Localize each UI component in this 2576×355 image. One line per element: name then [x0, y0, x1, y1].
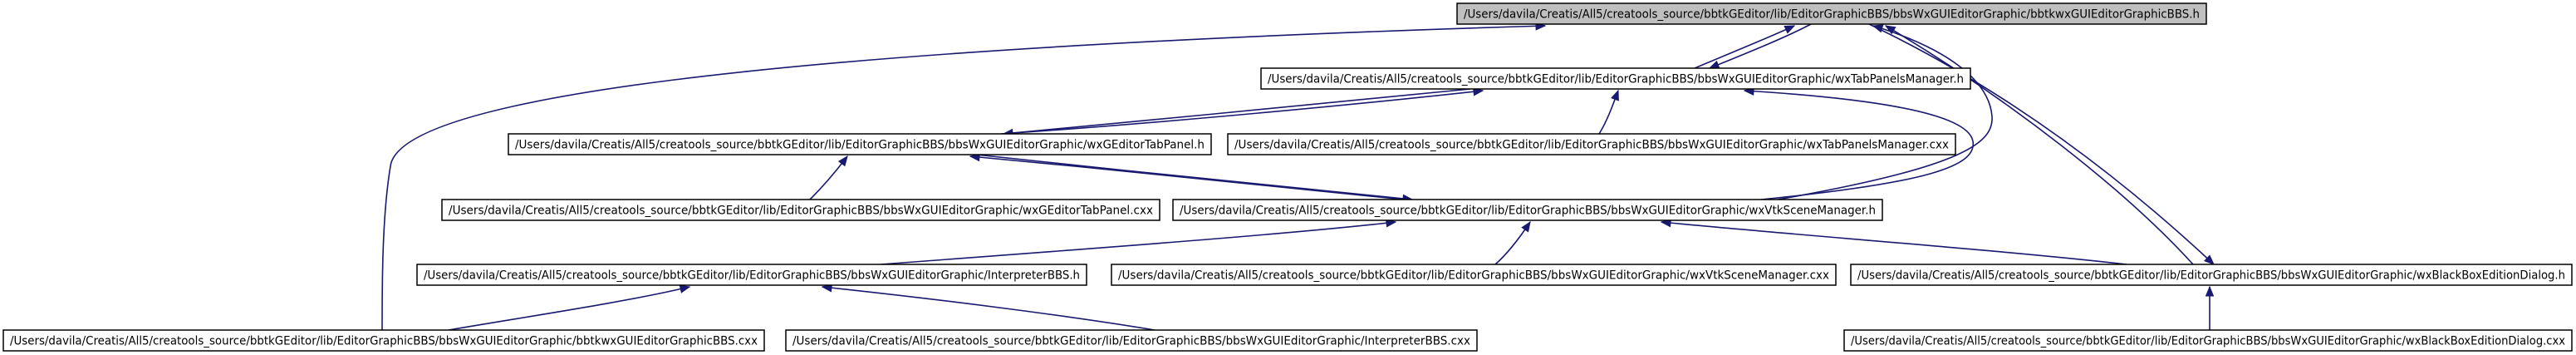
dependency-edge	[1708, 23, 1812, 69]
edge-line	[822, 286, 1156, 331]
node-box	[416, 264, 1087, 286]
file-node[interactable]: /Users/davila/Creatis/All5/creatools_sou…	[785, 329, 1478, 352]
node-label: /Users/davila/Creatis/All5/creatools_sou…	[1234, 139, 1949, 152]
node-box	[1227, 133, 1956, 155]
file-node[interactable]: /Users/davila/Creatis/All5/creatools_sou…	[1111, 264, 1837, 286]
file-node[interactable]: /Users/davila/Creatis/All5/creatools_sou…	[1843, 329, 2573, 352]
file-node[interactable]: /Users/davila/Creatis/All5/creatools_sou…	[441, 199, 1160, 221]
edge-arrowhead	[2205, 285, 2215, 297]
node-label: /Users/davila/Creatis/All5/creatools_sou…	[10, 335, 758, 348]
node-box	[1172, 199, 1883, 221]
dependency-edge	[1884, 25, 2194, 265]
node-label: /Users/davila/Creatis/All5/creatools_sou…	[1268, 73, 1964, 86]
node-box	[1456, 2, 2207, 25]
edge-arrowhead	[1611, 89, 1619, 101]
node-box	[441, 199, 1160, 221]
edge-line	[1777, 25, 1993, 200]
edges-layer	[381, 22, 2215, 331]
dependency-edge	[448, 284, 691, 331]
dependency-edge	[1694, 25, 1796, 69]
node-label: /Users/davila/Creatis/All5/creatools_sou…	[1180, 205, 1876, 218]
edge-arrowhead	[837, 155, 848, 167]
node-label: /Users/davila/Creatis/All5/creatools_sou…	[792, 335, 1470, 348]
edge-line	[1661, 221, 2127, 265]
node-box	[1850, 264, 2573, 286]
dependency-edge	[1494, 220, 1531, 265]
node-label: /Users/davila/Creatis/All5/creatools_sou…	[1857, 269, 2565, 283]
node-box	[785, 329, 1478, 352]
edge-arrowhead	[1784, 25, 1796, 34]
file-node[interactable]: /Users/davila/Creatis/All5/creatools_sou…	[416, 264, 1087, 286]
dependency-edge	[1868, 23, 2215, 265]
root-file-node[interactable]: /Users/davila/Creatis/All5/creatools_sou…	[1456, 2, 2207, 25]
edge-arrowhead	[1708, 60, 1720, 69]
dependency-edge	[1777, 24, 1993, 200]
dependency-edge	[821, 284, 1156, 331]
edge-line	[1868, 23, 2215, 265]
edge-line	[1694, 25, 1795, 69]
node-label: /Users/davila/Creatis/All5/creatools_sou…	[1464, 8, 2200, 22]
file-node[interactable]: /Users/davila/Creatis/All5/creatools_sou…	[508, 133, 1212, 155]
edge-line	[1885, 25, 2194, 265]
edge-line	[975, 154, 1413, 200]
edge-arrowhead	[1884, 25, 1896, 35]
file-node[interactable]: /Users/davila/Creatis/All5/creatools_sou…	[1172, 199, 1883, 221]
node-box	[508, 133, 1212, 155]
edge-line	[1003, 88, 1471, 135]
node-label: /Users/davila/Creatis/All5/creatools_sou…	[424, 269, 1080, 283]
file-node[interactable]: /Users/davila/Creatis/All5/creatools_sou…	[1227, 133, 1956, 155]
edge-line	[1000, 90, 1484, 135]
dependency-edge	[1660, 218, 2127, 265]
file-node[interactable]: /Users/davila/Creatis/All5/creatools_sou…	[1260, 67, 1971, 90]
edge-line	[448, 286, 690, 331]
node-label: /Users/davila/Creatis/All5/creatools_sou…	[1118, 269, 1829, 283]
edge-line	[381, 25, 1546, 331]
edge-arrowhead	[679, 284, 691, 293]
dependency-edge	[2205, 285, 2215, 330]
edge-line	[880, 221, 1396, 265]
node-box	[1843, 329, 2573, 352]
node-label: /Users/davila/Creatis/All5/creatools_sou…	[515, 139, 1205, 152]
node-box	[2, 329, 765, 352]
edge-arrowhead	[2204, 254, 2215, 265]
dependency-edge	[1598, 89, 1619, 135]
file-node[interactable]: /Users/davila/Creatis/All5/creatools_sou…	[2, 329, 765, 352]
dependency-edge	[809, 155, 848, 200]
node-label: /Users/davila/Creatis/All5/creatools_sou…	[449, 205, 1153, 218]
node-box	[1111, 264, 1837, 286]
dependency-edge	[880, 219, 1397, 265]
node-label: /Users/davila/Creatis/All5/creatools_sou…	[1851, 335, 2565, 348]
node-box	[1260, 67, 1971, 90]
edge-line	[969, 155, 1405, 200]
edge-line	[1744, 90, 1975, 200]
edge-line	[1709, 23, 1812, 69]
edge-arrowhead	[1521, 220, 1531, 233]
dependency-edge	[1002, 88, 1471, 138]
file-node[interactable]: /Users/davila/Creatis/All5/creatools_sou…	[1850, 264, 2573, 286]
